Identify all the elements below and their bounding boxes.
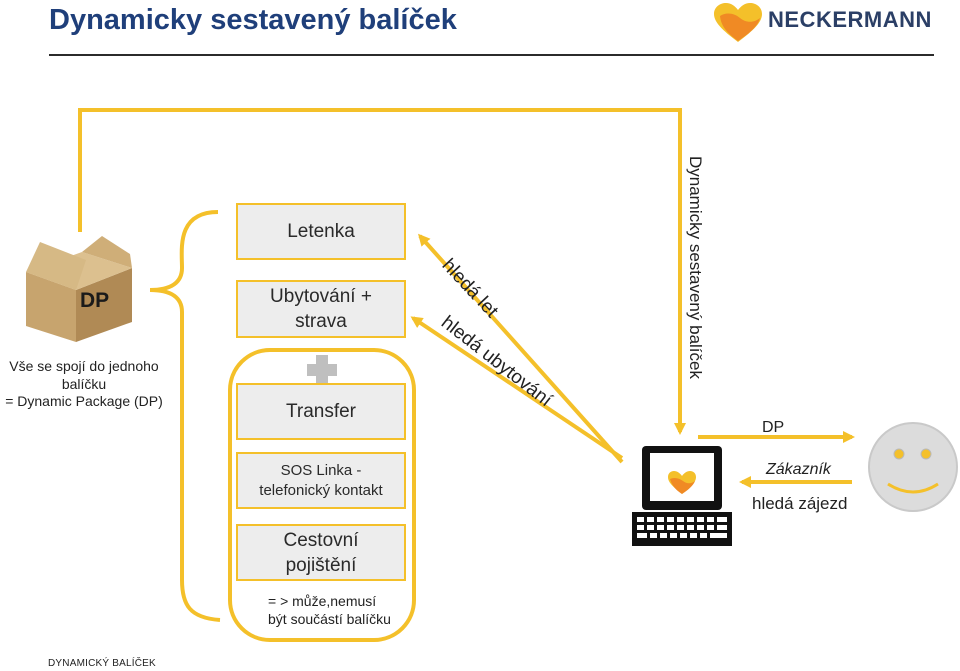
dp-arrow-label: DP xyxy=(762,419,785,436)
dp-caption: Vše se spojí do jednoho balíčku = Dynami… xyxy=(0,358,168,411)
brand-logo-text: NECKERMANN xyxy=(768,7,932,32)
package-loop-arrow xyxy=(78,108,686,435)
footer-label: DYNAMICKÝ BALÍČEK xyxy=(48,658,156,669)
services-brace xyxy=(149,210,221,622)
heart-logo-icon xyxy=(714,3,762,42)
service-accommodation-line: Ubytování + xyxy=(270,286,372,307)
flight-search-arrow xyxy=(418,233,624,464)
customer-action-label: hledá zájezd xyxy=(752,494,848,513)
service-sos-line: telefonický kontakt xyxy=(259,481,383,499)
optional-note-line: být součástí balíčku xyxy=(268,611,391,627)
box-label: DP xyxy=(80,289,110,312)
dp-caption-line: Vše se spojí do jednoho xyxy=(9,358,159,374)
service-insurance-line: pojištění xyxy=(285,554,357,576)
optional-note-line: = > může,nemusí xyxy=(268,593,377,609)
service-insurance-line: Cestovní xyxy=(283,529,359,551)
customer-label: Zákazník xyxy=(766,461,831,478)
dp-caption-line: balíčku xyxy=(61,375,107,392)
optional-note: = > může,nemusí být součástí balíčku xyxy=(268,592,391,628)
optional-services-frame xyxy=(228,348,416,642)
service-flight-box: Letenka xyxy=(236,203,406,260)
package-vertical-label: Dynamicky sestavený balíček xyxy=(686,156,705,379)
accommodation-search-arrow xyxy=(410,316,624,460)
service-sos-box: SOS Linka - telefonický kontakt xyxy=(236,452,406,509)
title-divider xyxy=(49,54,934,56)
service-sos-line: SOS Linka - xyxy=(280,461,362,479)
service-transfer-box: Transfer xyxy=(236,383,406,440)
service-accommodation-line: strava xyxy=(295,311,347,332)
dp-caption-line: = Dynamic Package (DP) xyxy=(5,393,163,409)
smiley-face-icon xyxy=(868,422,958,512)
service-accommodation-box: Ubytování + strava xyxy=(236,280,406,338)
service-flight-label: Letenka xyxy=(287,221,355,242)
page-title: Dynamicky sestavený balíček xyxy=(49,4,457,36)
package-box-icon xyxy=(26,236,132,342)
computer-icon xyxy=(632,446,732,546)
service-insurance-box: Cestovní pojištění xyxy=(236,524,406,581)
service-transfer-label: Transfer xyxy=(285,401,357,422)
plus-icon xyxy=(307,355,337,385)
